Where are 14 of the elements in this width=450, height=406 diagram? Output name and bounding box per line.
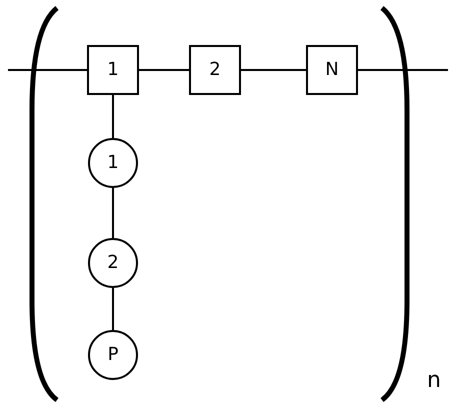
- subscript-label: n: [427, 370, 441, 392]
- connector-line: [139, 69, 189, 71]
- connector-line: [112, 95, 114, 138]
- connector-line: [241, 69, 306, 71]
- square-node: 1: [87, 45, 139, 95]
- circle-node: 1: [88, 138, 138, 188]
- square-node: 2: [189, 45, 241, 95]
- connector-line: [358, 69, 448, 71]
- circle-node: 2: [88, 238, 138, 288]
- connector-line: [112, 188, 114, 238]
- connector-line: [112, 288, 114, 330]
- circle-node: P: [88, 330, 138, 380]
- square-node: N: [306, 45, 358, 95]
- connector-line: [8, 69, 87, 71]
